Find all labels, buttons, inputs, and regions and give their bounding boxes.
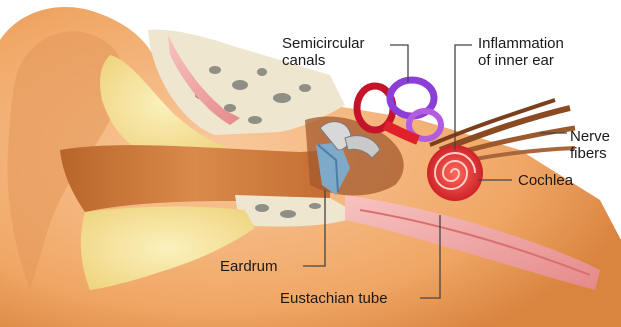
cochlea-shape <box>427 145 483 201</box>
label-semicircular-canals: Semicircular canals <box>282 35 365 69</box>
label-inflammation-inner-ear: Inflammation of inner ear <box>478 35 564 69</box>
label-cochlea: Cochlea <box>518 172 573 189</box>
label-eustachian-tube: Eustachian tube <box>280 290 388 307</box>
label-nerve-fibers: Nerve fibers <box>570 128 610 162</box>
label-eardrum: Eardrum <box>220 258 278 275</box>
leader-semicircular <box>390 45 408 82</box>
